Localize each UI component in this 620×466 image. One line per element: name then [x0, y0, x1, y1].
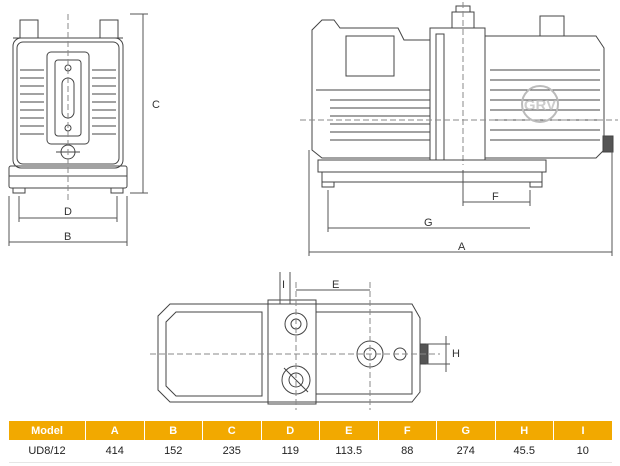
column-header: B [143, 421, 203, 440]
dim-label-i: I [282, 279, 285, 291]
dim-label-a: A [458, 241, 466, 253]
table-cell: 45.5 [495, 440, 554, 463]
column-header: E [319, 421, 378, 440]
watermark-text: GRV [524, 97, 556, 114]
table-cell: 274 [436, 440, 495, 463]
dim-label-e: E [332, 279, 339, 291]
column-header: D [260, 421, 320, 440]
column-header: I [553, 421, 612, 440]
table-cell: 414 [85, 440, 144, 463]
top-dimensions [279, 272, 450, 372]
column-header: F [377, 421, 437, 440]
dim-label-h: H [452, 348, 460, 360]
front-dimensions [8, 13, 148, 246]
side-dimensions [308, 150, 613, 256]
table-cell: 152 [144, 440, 203, 463]
table-cell: 235 [202, 440, 261, 463]
side-view [300, 2, 618, 188]
spec-table: Model A B C D E F G H I UD8/12 414 152 2… [8, 421, 612, 463]
top-view [150, 282, 440, 410]
spec-table-header-row: Model A B C D E F G H I [8, 421, 612, 440]
table-cell: 113.5 [319, 440, 378, 463]
technical-drawing: GRV C D B F G A I E H [8, 2, 618, 410]
dim-label-g: G [424, 217, 433, 229]
dim-label-f: F [492, 191, 499, 203]
column-header: H [494, 421, 554, 440]
table-cell: UD8/12 [8, 440, 86, 463]
column-header: C [202, 421, 261, 440]
table-cell: 119 [261, 440, 320, 463]
table-cell: 10 [553, 440, 612, 463]
table-cell: 88 [378, 440, 437, 463]
watermark-logo: GRV [521, 85, 559, 123]
front-view [8, 14, 128, 200]
table-row: UD8/12 414 152 235 119 113.5 88 274 45.5… [8, 440, 612, 463]
dim-label-d: D [64, 206, 72, 218]
dim-label-c: C [152, 99, 160, 111]
column-header: Model [8, 421, 86, 440]
column-header: A [85, 421, 144, 440]
column-header: G [436, 421, 495, 440]
dim-label-b: B [64, 231, 71, 243]
